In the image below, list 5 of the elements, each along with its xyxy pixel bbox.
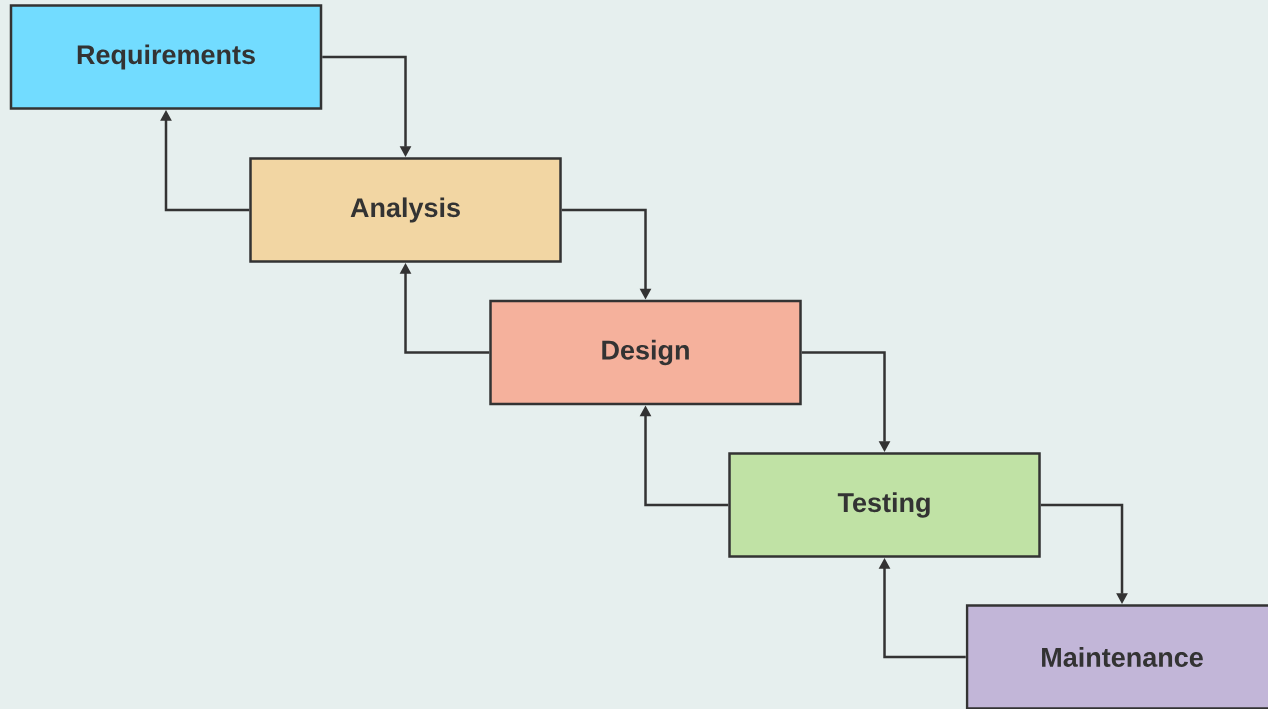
process-box: Design [489, 299, 802, 406]
process-box: Requirements [9, 4, 323, 110]
process-box: Testing [728, 452, 1041, 558]
process-box: Analysis [249, 157, 562, 263]
process-box: Maintenance [965, 604, 1268, 709]
